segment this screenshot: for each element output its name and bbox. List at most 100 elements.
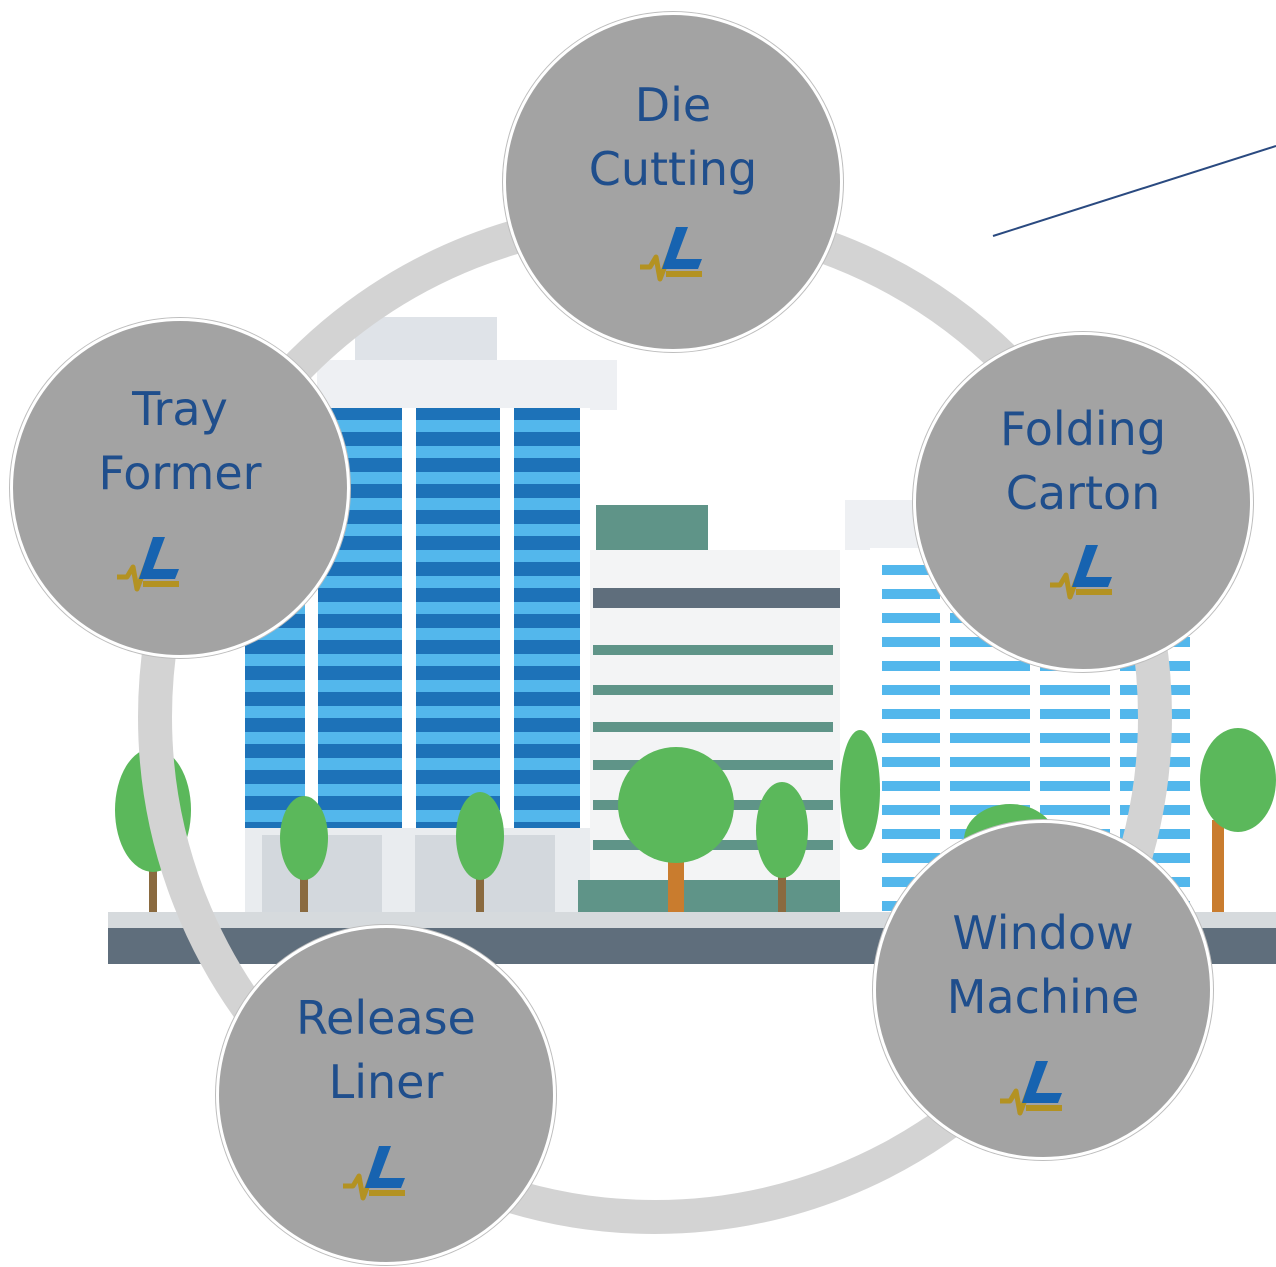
window-stripe xyxy=(1040,781,1110,791)
window-stripe xyxy=(882,637,940,647)
node-label-line2: Liner xyxy=(328,1055,444,1109)
window-stripe xyxy=(1040,805,1110,815)
window-stripe xyxy=(514,602,580,614)
window-stripe xyxy=(416,628,500,640)
brand-logo-icon xyxy=(117,537,179,592)
window-stripe xyxy=(1040,733,1110,743)
node-label-line1: Window xyxy=(952,906,1134,960)
window-stripe xyxy=(514,550,580,562)
accent-line xyxy=(992,145,1276,237)
window-stripe xyxy=(416,758,500,770)
window-stripe xyxy=(318,576,402,588)
node-label: Tray Former xyxy=(13,377,347,505)
window-stripe xyxy=(245,758,305,770)
window-stripe xyxy=(318,810,402,822)
window-stripe xyxy=(514,680,580,692)
window-stripe xyxy=(416,524,500,536)
tree xyxy=(756,782,808,912)
node-label-line1: Die xyxy=(634,78,712,132)
window-stripe xyxy=(245,680,305,692)
node-label-line1: Folding xyxy=(999,402,1167,456)
node-label-line2: Machine xyxy=(946,970,1140,1024)
node-folding-carton: Folding Carton xyxy=(913,332,1253,672)
window-stripe xyxy=(514,524,580,536)
window-stripe xyxy=(416,576,500,588)
window-stripe xyxy=(950,757,1030,767)
window-stripe xyxy=(882,661,940,671)
window-stripe xyxy=(514,654,580,666)
node-die-cutting: Die Cutting xyxy=(503,12,843,352)
window-stripe xyxy=(514,732,580,744)
window-stripe xyxy=(318,654,402,666)
node-release-liner: Release Liner xyxy=(216,925,556,1265)
window-stripe xyxy=(416,446,500,458)
tree xyxy=(618,747,734,912)
brand-logo-icon xyxy=(640,227,702,282)
window-stripe xyxy=(416,654,500,666)
window-stripe xyxy=(950,733,1030,743)
brand-logo-icon xyxy=(1000,1061,1062,1116)
node-label: Release Liner xyxy=(219,986,553,1114)
window-stripe xyxy=(318,628,402,640)
node-window-machine: Window Machine xyxy=(873,820,1213,1160)
window-stripe xyxy=(882,781,940,791)
window-stripe xyxy=(416,498,500,510)
node-label-line1: Release xyxy=(296,991,476,1045)
window-stripe xyxy=(318,680,402,692)
window-stripe xyxy=(245,732,305,744)
window-stripe xyxy=(416,706,500,718)
node-label-line2: Carton xyxy=(1005,466,1161,520)
window-stripe xyxy=(318,732,402,744)
node-label-line2: Former xyxy=(98,446,262,500)
tree xyxy=(1200,728,1276,912)
window-stripe xyxy=(514,420,580,432)
window-stripe xyxy=(514,758,580,770)
window-stripe xyxy=(318,784,402,796)
node-label-line2: Cutting xyxy=(588,142,758,196)
node-label: Folding Carton xyxy=(916,397,1250,525)
window-stripe xyxy=(514,472,580,484)
window-stripe xyxy=(245,784,305,796)
window-stripe xyxy=(245,706,305,718)
window-stripe xyxy=(882,829,940,839)
node-label-line1: Tray xyxy=(132,382,228,436)
window-stripe xyxy=(950,661,1030,671)
window-stripe xyxy=(1040,757,1110,767)
window-stripe xyxy=(416,602,500,614)
window-stripe xyxy=(514,784,580,796)
window-stripe xyxy=(1040,709,1110,719)
window-stripe xyxy=(882,805,940,815)
window-stripe xyxy=(882,565,940,575)
window-stripe xyxy=(514,810,580,822)
tree xyxy=(840,730,880,850)
node-tray-former: Tray Former xyxy=(10,318,350,658)
window-stripe xyxy=(950,685,1030,695)
window-stripe xyxy=(882,613,940,623)
window-stripe xyxy=(318,758,402,770)
window-stripe xyxy=(882,709,940,719)
window-stripe xyxy=(318,550,402,562)
tree xyxy=(456,792,504,912)
window-stripe xyxy=(950,709,1030,719)
window-stripe xyxy=(514,628,580,640)
brand-logo-icon xyxy=(343,1146,405,1201)
window-stripe xyxy=(416,550,500,562)
window-stripe xyxy=(245,654,305,666)
window-stripe xyxy=(318,706,402,718)
window-stripe xyxy=(882,733,940,743)
window-stripe xyxy=(950,781,1030,791)
window-stripe xyxy=(882,853,940,863)
window-stripe xyxy=(514,706,580,718)
window-stripe xyxy=(416,472,500,484)
window-stripe xyxy=(882,685,940,695)
window-stripe xyxy=(514,498,580,510)
node-label: Die Cutting xyxy=(506,73,840,201)
window-stripe xyxy=(514,446,580,458)
window-stripe xyxy=(882,589,940,599)
brand-logo-icon xyxy=(1050,545,1112,600)
window-stripe xyxy=(318,602,402,614)
window-stripe xyxy=(514,576,580,588)
window-stripe xyxy=(1120,853,1190,863)
window-stripe xyxy=(416,732,500,744)
node-label: Window Machine xyxy=(876,901,1210,1029)
